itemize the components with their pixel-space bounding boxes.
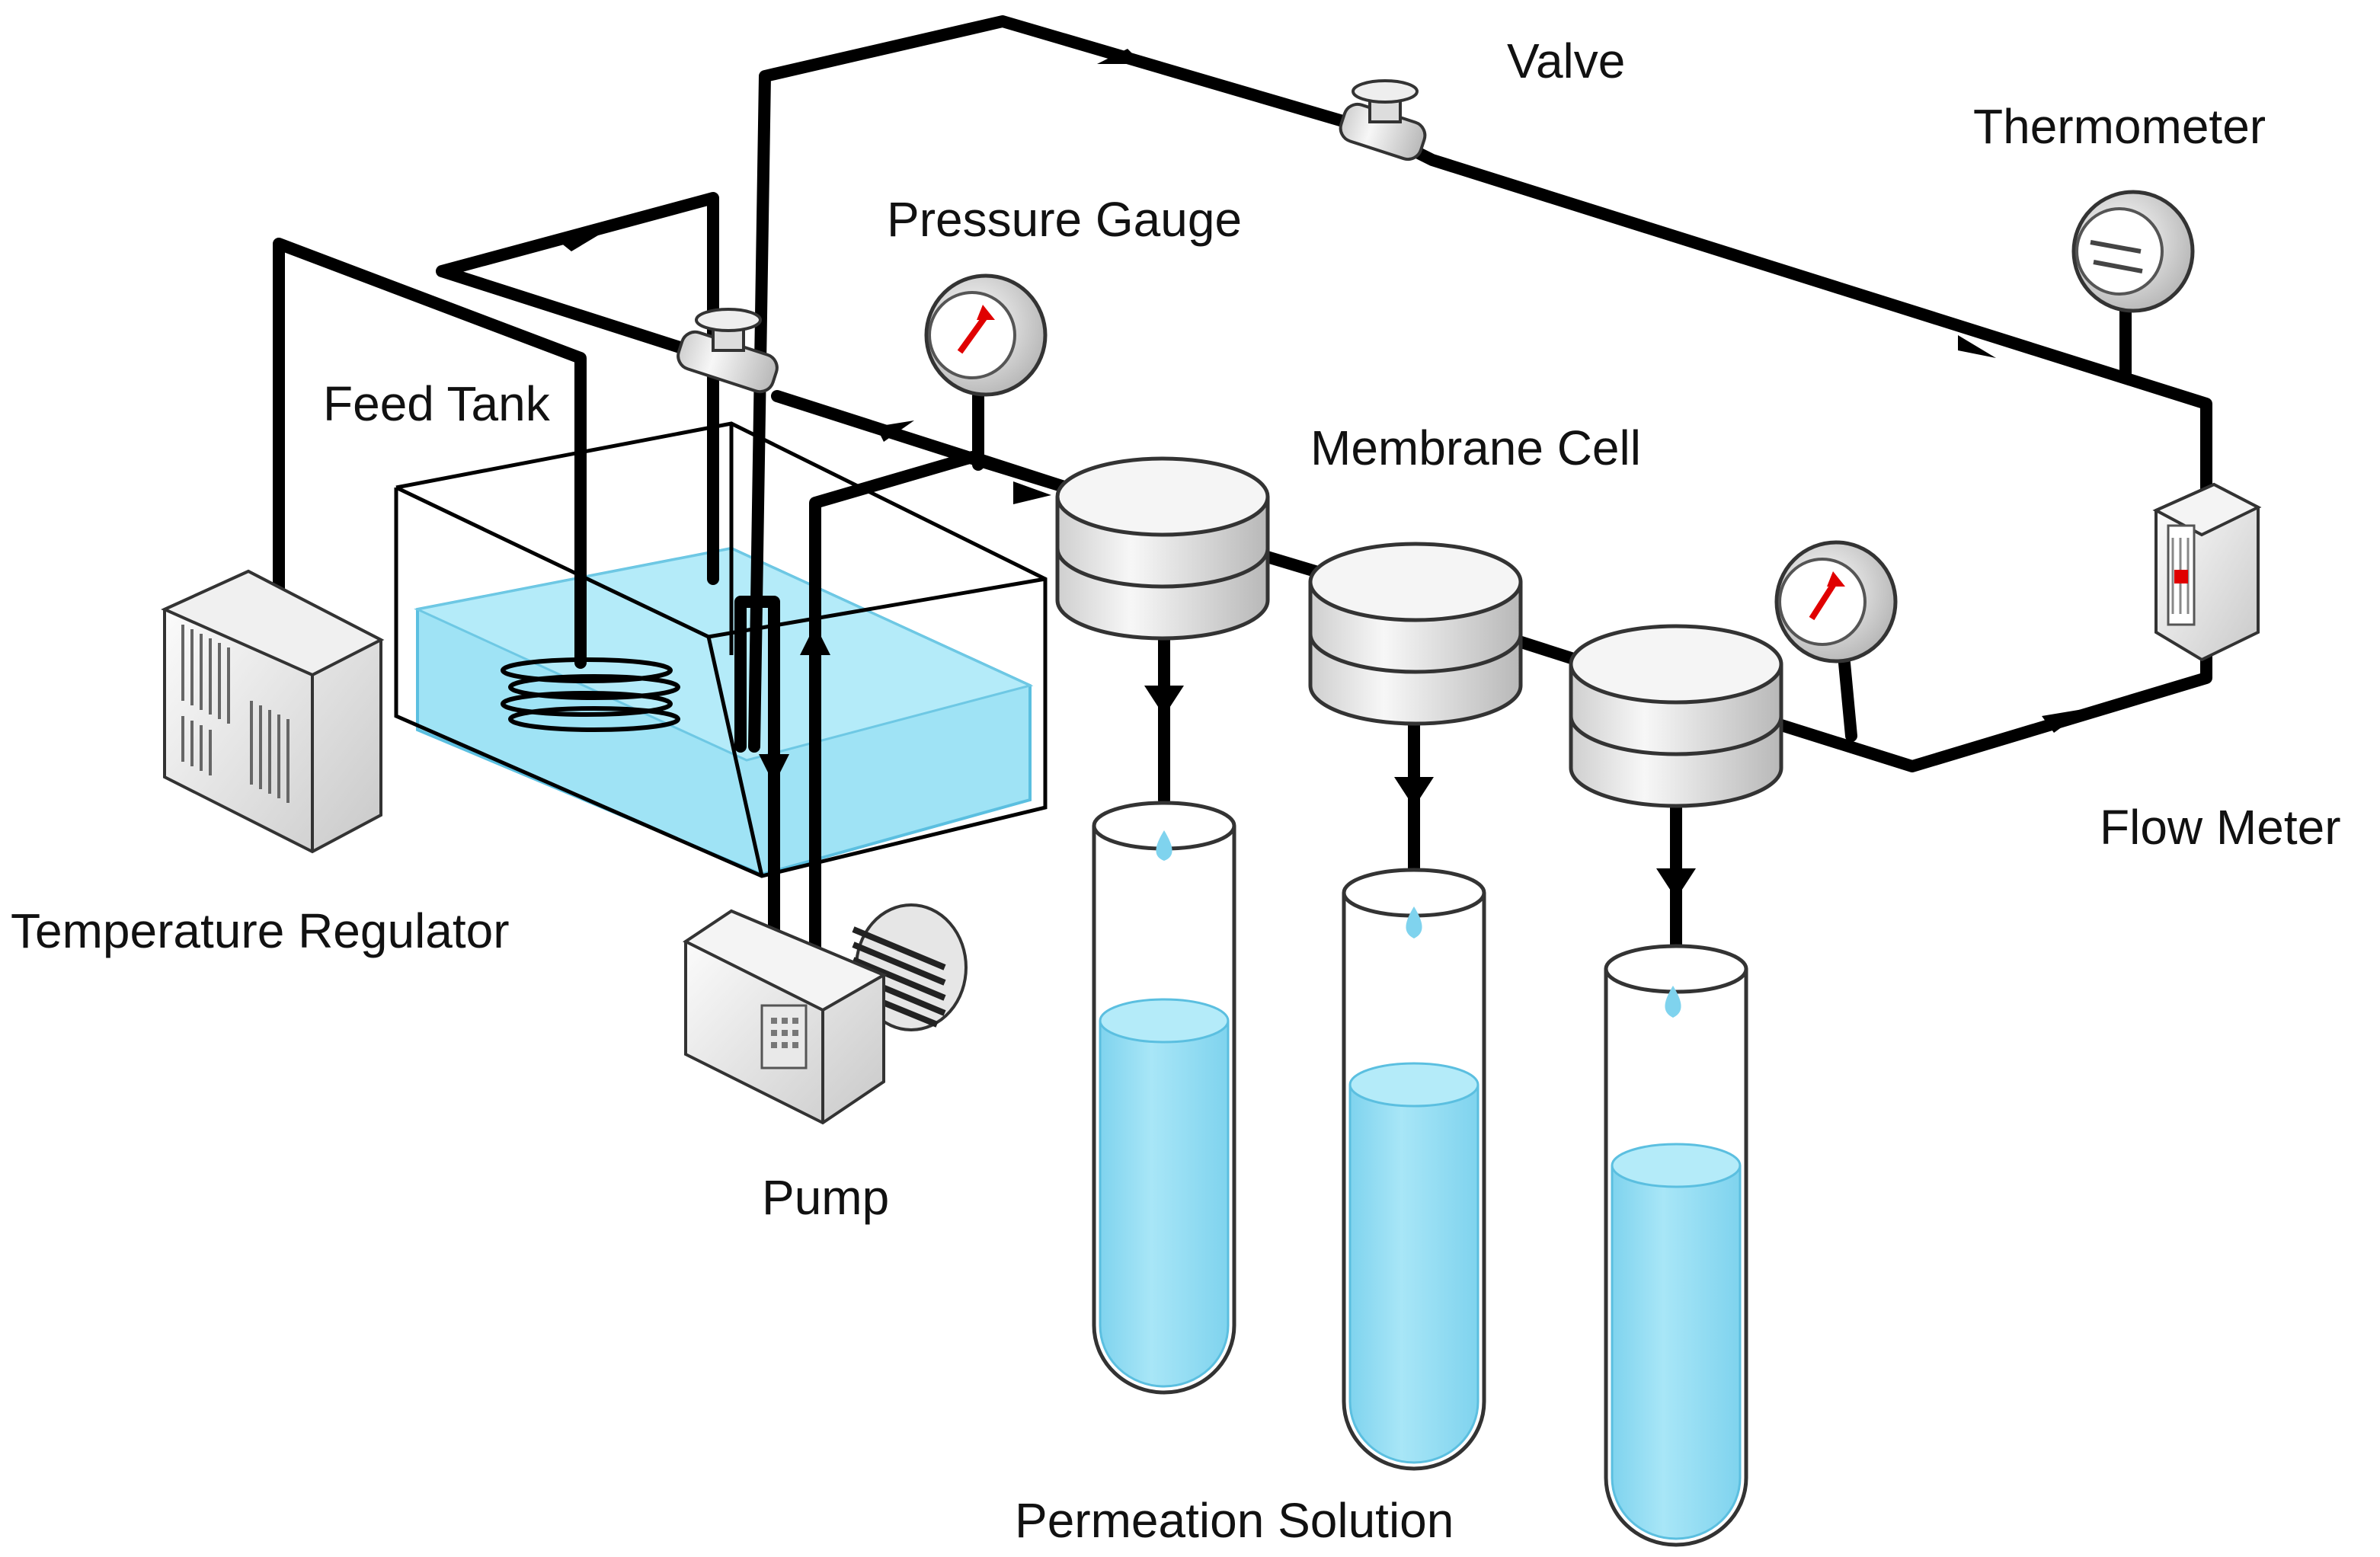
arrow [800, 625, 830, 655]
arrow [1144, 686, 1184, 716]
arrow [759, 754, 789, 785]
flow-arrows [556, 49, 2087, 899]
temperature-regulator-icon [161, 569, 385, 854]
membrane-cell-icon [1569, 624, 1783, 808]
thermometer-icon [2071, 190, 2195, 313]
test-tube-icon [1604, 944, 1748, 1547]
test-tube-icon [1092, 801, 1236, 1395]
permeation-solution-label: Permeation Solution [1015, 1493, 1454, 1548]
arrow [876, 420, 914, 442]
arrow [2042, 708, 2087, 733]
regulator-pipe [273, 238, 587, 669]
pump-label: Pump [762, 1170, 889, 1225]
flow-meter-icon [2152, 482, 2262, 662]
arrow [1097, 49, 1143, 64]
valve-icon[interactable] [674, 308, 780, 395]
pump-suction-pipe [734, 596, 780, 996]
arrow [556, 233, 602, 251]
membrane-cell-icon [1308, 542, 1523, 726]
arrow [1958, 335, 1996, 358]
flow-meter-label: Flow Meter [2100, 800, 2341, 855]
temperature-regulator-label: Temperature Regulator [11, 903, 510, 958]
membrane-cell-icon [1055, 456, 1270, 641]
pump-icon [683, 903, 968, 1125]
pressure-gauge-icon [924, 273, 1048, 397]
pressure-gauge-icon [1774, 540, 1898, 663]
arrow [1013, 481, 1051, 504]
pump-feed-pipe [809, 451, 1073, 996]
membrane-cell-label: Membrane Cell [1310, 420, 1641, 475]
pressure-gauge-label: Pressure Gauge [887, 192, 1242, 247]
tank-return-pipe [436, 192, 719, 585]
arrow [1394, 777, 1434, 807]
valve-icon[interactable] [1337, 79, 1428, 163]
feed-tank [394, 421, 1048, 878]
thermometer-label: Thermometer [1973, 99, 2266, 154]
arrow [1656, 868, 1696, 899]
valve-label: Valve [1507, 34, 1625, 88]
test-tube-icon [1342, 868, 1486, 1471]
feed-tank-label: Feed Tank [323, 376, 551, 431]
heating-coil-icon [501, 657, 680, 732]
